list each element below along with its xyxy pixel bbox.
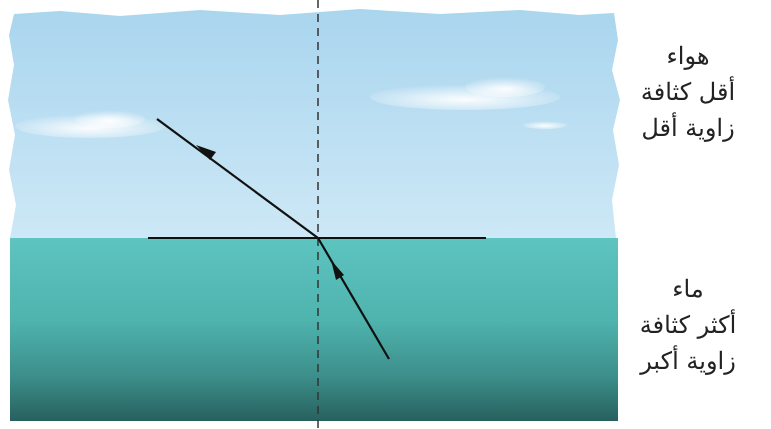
water-region [10,238,618,421]
air-density-label: أقل كثافة [640,78,736,106]
water-angle-label: زاوية أكبر [640,347,736,375]
water-medium-label: ماء [672,275,704,303]
incident-ray [317,237,390,360]
clouds [15,77,567,138]
air-labels: هواء أقل كثافة زاوية أقل [613,38,763,146]
water-density-label: أكثر كثافة [639,311,737,339]
air-region [8,9,620,238]
refracted-ray-arrowhead [196,145,216,160]
refracted-ray [156,118,319,239]
air-medium-label: هواء [666,42,710,70]
incident-ray-arrowhead [331,260,344,280]
water-labels: ماء أكثر كثافة زاوية أكبر [613,271,763,379]
air-angle-label: زاوية أقل [641,114,735,142]
